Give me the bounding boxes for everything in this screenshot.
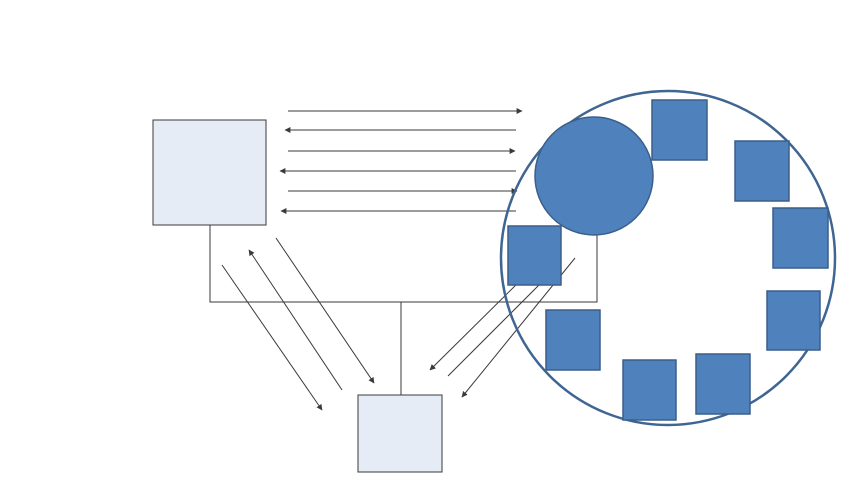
bus-line [209, 225, 598, 303]
arrow-diag-left-2 [248, 249, 343, 391]
member-square-7 [545, 309, 601, 371]
arrow-diag-right-2 [447, 273, 551, 377]
member-squares [507, 99, 829, 421]
member-square-3 [772, 207, 829, 269]
bottom-box [357, 394, 443, 473]
bus-connector [209, 225, 598, 395]
hub-circle [534, 116, 654, 236]
member-square-1 [651, 99, 708, 161]
arrow-diag-left-3 [275, 237, 375, 384]
member-square-2 [734, 140, 790, 202]
member-square-6 [622, 359, 677, 421]
cluster-circle [499, 89, 837, 427]
horizontal-arrows [279, 108, 523, 214]
member-square-5 [695, 353, 751, 415]
arrow-diag-right-1 [429, 270, 531, 371]
member-square-4 [766, 290, 821, 351]
left-diagonal-arrows [221, 237, 375, 411]
left-box [152, 119, 267, 226]
arrow-diag-left-1 [221, 264, 323, 411]
member-square-8 [507, 225, 562, 286]
